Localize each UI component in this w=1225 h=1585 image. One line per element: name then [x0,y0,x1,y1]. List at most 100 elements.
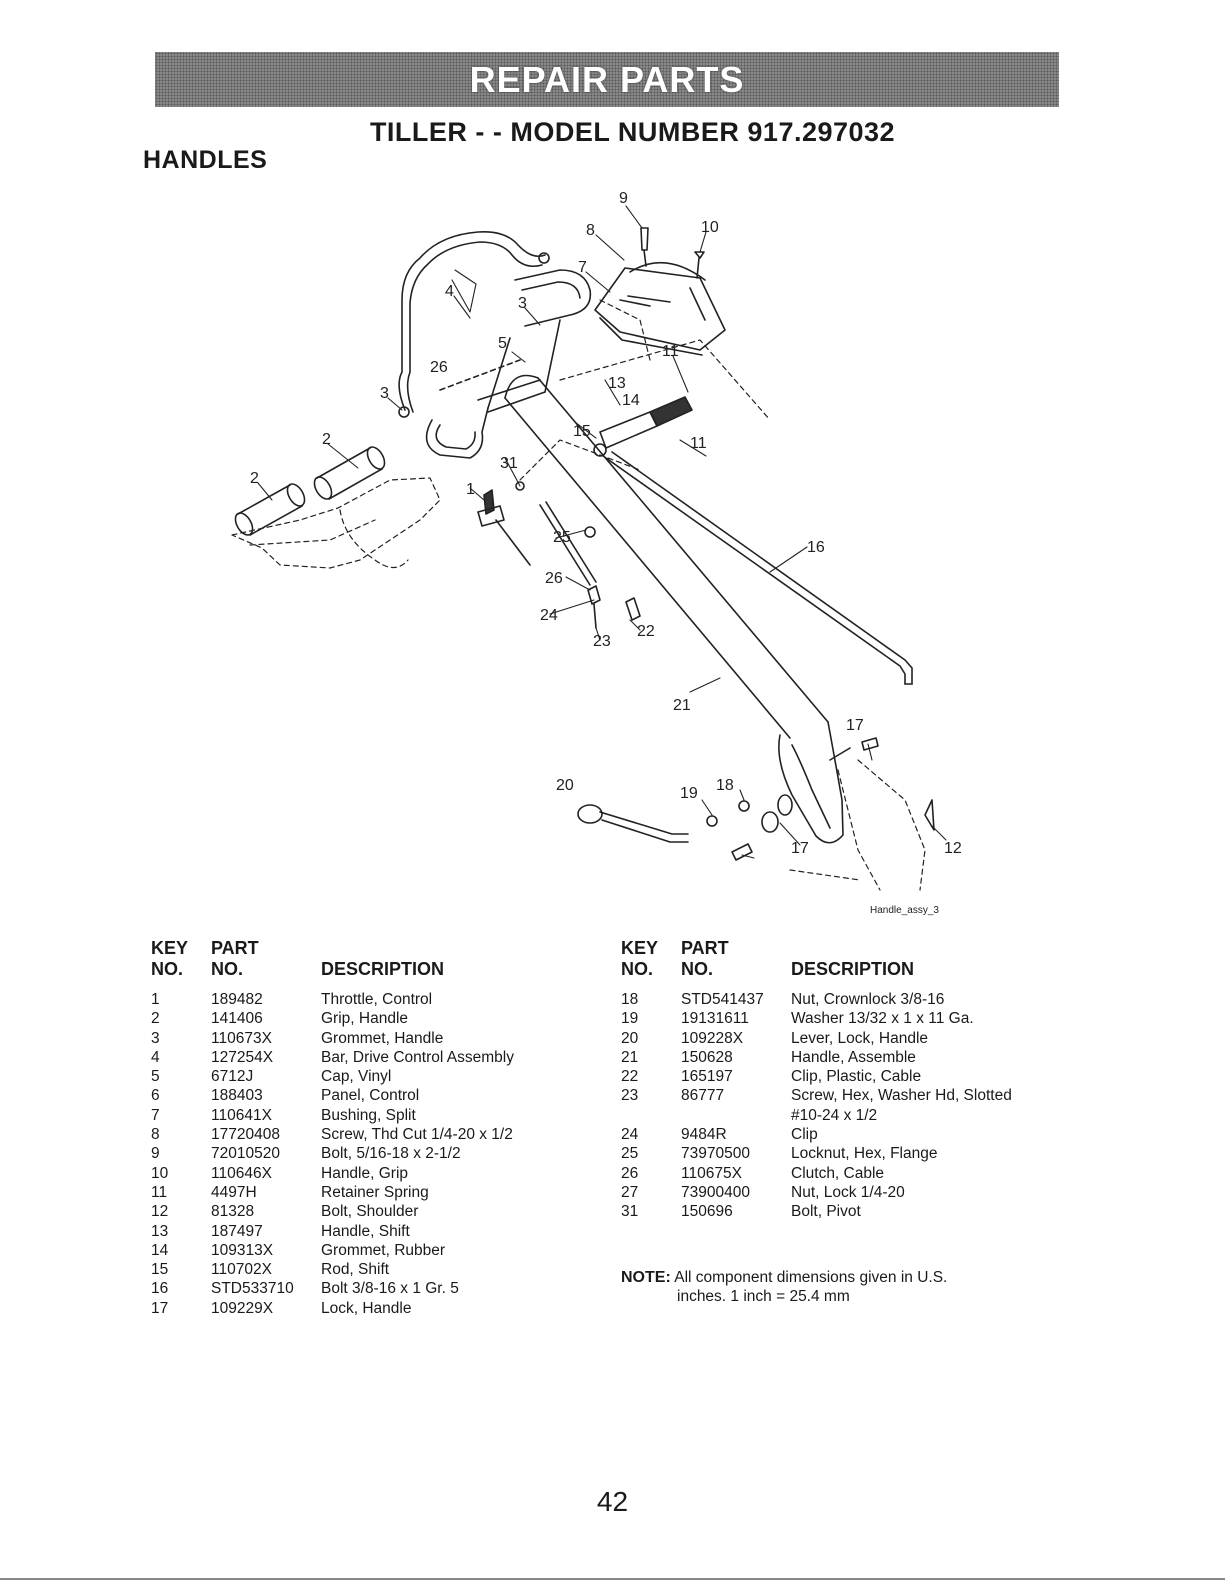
part-number: 127254X [211,1048,274,1066]
part-number: 165197 [681,1068,733,1086]
part-description: Bolt, Shoulder [321,1203,419,1221]
part-key-no: 22 [621,1068,639,1086]
parts-row: 23 86777 Screw, Hex, Washer Hd, Slotted [621,1086,1012,1105]
callout-3a: 3 [518,295,527,312]
part-key-no: 9 [151,1145,160,1163]
part-key-no: 5 [151,1068,160,1086]
part-description: Cap, Vinyl [321,1068,392,1086]
part-number: 109229X [211,1299,274,1317]
callout-17: 17 [791,840,809,857]
diagram-caption: Handle_assy_3 [870,905,939,916]
parts-row: 21 150628 Handle, Assemble [621,1048,1012,1067]
screws-8-9-part [640,227,705,279]
lower-frame-dashed [231,299,926,891]
part-key-no: 1 [151,991,160,1008]
part-description: Clip, Plastic, Cable [791,1068,922,1086]
part-description: Bolt 3/8-16 x 1 Gr. 5 [321,1280,459,1298]
part-key-no: 3 [151,1029,160,1047]
callout-12: 13 [608,375,626,392]
part-key-no: 17 [151,1299,169,1317]
callout-14: 15 [573,423,591,440]
banner-title: REPAIR PARTS [469,58,745,100]
bottom-rule [0,1578,1225,1580]
part-key-no: 14 [151,1241,169,1259]
callout-1: 1 [466,481,475,498]
callout-labels: 9 8 10 7 4 3 5 26 3 2 2 11 13 14 15 11 3… [250,190,962,916]
header-part-no: NO. [211,959,244,979]
part-key-no: 23 [621,1087,639,1105]
grips-part [234,446,386,536]
callout-4: 4 [445,283,454,300]
repair-parts-banner: REPAIR PARTS [155,52,1059,107]
part-description: Handle, Shift [321,1222,410,1240]
part-number: 109313X [211,1241,274,1259]
part-description: Grommet, Rubber [321,1241,446,1259]
part-description: Handle, Assemble [791,1048,916,1066]
parts-row: 4 127254X Bar, Drive Control Assembly [151,1048,514,1067]
part-number: 110702X [211,1261,272,1279]
callout-10: 11 [662,343,679,360]
handle-frame-part [425,269,592,459]
leader-lines [257,205,947,859]
part-key-no: 8 [151,1126,160,1144]
part-key-no: 11 [151,1183,168,1201]
part-number: STD533710 [211,1280,294,1298]
part-key-no: 4 [151,1048,160,1066]
part-number: 73900400 [681,1183,750,1201]
callout-25: 25 [553,529,571,546]
callout-16: 17 [846,717,864,734]
part-description: Bolt, 5/16-18 x 2-1/2 [321,1145,461,1163]
part-number: 6712J [211,1068,254,1086]
part-description: Screw, Thd Cut 1/4-20 x 1/2 [321,1126,513,1144]
model-title: TILLER - - MODEL NUMBER 917.297032 [369,117,896,147]
part-key-no: 15 [151,1261,169,1279]
callout-24: 24 [540,607,558,624]
part-description: Handle, Grip [321,1164,409,1182]
part-key-no: 31 [621,1203,639,1221]
parts-row: #10-24 x 1/2 [621,1106,1012,1125]
dimensions-note: NOTE: All component dimensions given in … [621,1268,947,1306]
part-number: 150628 [681,1048,733,1066]
part-number: 86777 [681,1087,725,1105]
part-key-no: 21 [621,1048,639,1066]
callout-26a: 26 [430,359,448,376]
callout-5: 5 [498,335,507,352]
part-description: Screw, Hex, Washer Hd, Slotted [791,1087,1012,1105]
header-part-no: NO. [681,959,714,979]
part-description: Lever, Lock, Handle [791,1029,929,1047]
shift-rod-part [605,451,913,685]
header-description: DESCRIPTION [791,959,915,979]
part-key-no: 10 [151,1164,169,1182]
part-number: 9484R [681,1126,727,1144]
part-description: Nut, Crownlock 3/8-16 [791,991,945,1008]
part-key-no [621,1106,681,1125]
part-number [681,1106,791,1125]
part-description: Bar, Drive Control Assembly [321,1048,514,1066]
part-number: 188403 [211,1087,263,1105]
callout-19: 19 [680,785,698,802]
callout-2b: 2 [250,470,259,487]
part-number: 73970500 [681,1145,750,1163]
part-key-no: 18 [621,991,639,1008]
callout-7: 8 [586,222,595,239]
part-key-no: 12 [151,1203,169,1221]
part-number: 110675X [681,1164,742,1182]
parts-row: 14 109313X Grommet, Rubber [151,1241,514,1260]
throttle-cable-part [477,481,641,629]
part-number: 19131611 [681,1010,749,1028]
part-description: Grommet, Handle [321,1029,444,1047]
part-key-no: 13 [151,1222,169,1240]
callout-20: 20 [556,777,574,794]
part-description: Locknut, Hex, Flange [791,1145,938,1163]
parts-header-right: KEY PART NO. NO. DESCRIPTION [621,938,1012,980]
